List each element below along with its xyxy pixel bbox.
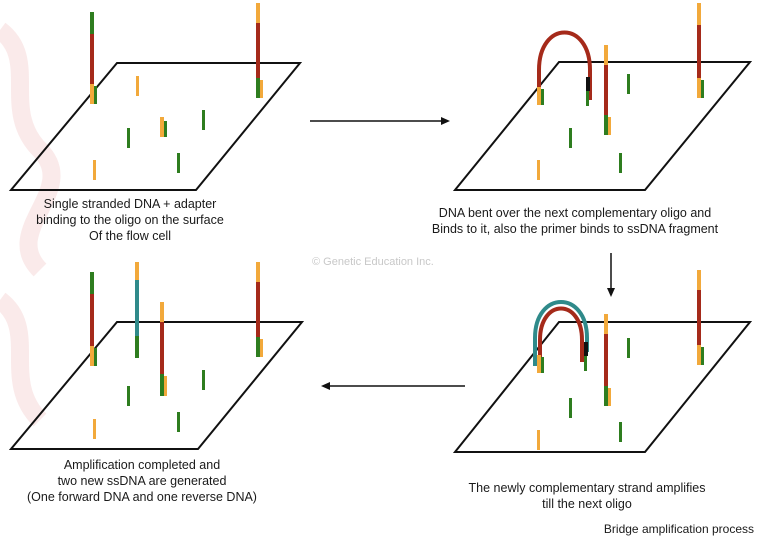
bent-ssdna-bridge: [538, 306, 584, 366]
arrow-panel1-to-panel2: [310, 117, 450, 125]
oligo-orange: [697, 345, 701, 365]
oligo-green: [177, 412, 180, 432]
ssdna-strand: [256, 282, 260, 337]
adapter-orange: [256, 3, 260, 23]
ssdna-strand: [90, 294, 94, 346]
panel-4-caption: Amplification completed and two new ssDN…: [10, 457, 274, 505]
oligo-green: [541, 89, 544, 105]
oligo-green: [256, 337, 260, 357]
oligo-orange: [136, 76, 139, 96]
oligo-orange: [93, 160, 96, 180]
watermark-text: © Genetic Education Inc.: [312, 256, 434, 268]
arrow-panel3-to-panel4: [321, 382, 465, 390]
panel-2: [452, 3, 753, 191]
oligo-orange: [160, 117, 164, 137]
oligo-green: [177, 153, 180, 173]
bent-ssdna-bridge: [537, 30, 592, 100]
panel-1: [8, 3, 303, 191]
oligo-green: [619, 422, 622, 442]
oligo-orange: [537, 430, 540, 450]
oligo-orange: [608, 117, 611, 135]
adapter-green: [90, 12, 94, 34]
caption-line: Single stranded DNA + adapter: [43, 197, 217, 211]
panel-1-caption: Single stranded DNA + adapter binding to…: [20, 196, 240, 244]
oligo-green: [604, 386, 608, 406]
oligo-green: [202, 370, 205, 390]
adapter-orange: [256, 262, 260, 282]
oligo-green: [569, 128, 572, 148]
diagram-title: Bridge amplification process: [603, 522, 754, 536]
oligo-green: [160, 374, 164, 396]
panel-3: [452, 270, 753, 453]
oligo-orange: [608, 388, 611, 406]
oligo-orange: [604, 45, 608, 65]
adapter-orange: [135, 262, 139, 280]
ssdna-strand: [604, 334, 608, 386]
oligo-green: [94, 348, 97, 366]
oligo-green: [701, 80, 704, 98]
flow-cell-plate: [452, 61, 753, 191]
ssdna-strand: [697, 25, 701, 78]
oligo-green: [256, 78, 260, 98]
panel-3-caption: The newly complementary strand amplifies…: [442, 480, 732, 512]
primer-black: [586, 77, 590, 91]
oligo-orange: [697, 78, 701, 98]
oligo-orange: [90, 346, 94, 366]
caption-line: Amplification completed and: [63, 458, 221, 472]
panel-2-caption: DNA bent over the next complementary oli…: [412, 205, 738, 237]
oligo-orange: [164, 376, 167, 396]
oligo-green: [619, 153, 622, 173]
oligo-green: [701, 347, 704, 365]
oligo-orange: [604, 314, 608, 334]
oligo-green: [627, 74, 630, 94]
caption-line: Binds to it, also the primer binds to ss…: [431, 222, 719, 236]
oligo-green: [127, 386, 130, 406]
new-ssdna-strand: [135, 280, 139, 336]
ssdna-strand: [90, 34, 94, 84]
caption-line: The newly complementary strand amplifies: [468, 481, 706, 495]
flow-cell-plate: [8, 62, 303, 191]
primer-black: [584, 342, 588, 356]
oligo-green: [94, 86, 97, 104]
ssdna-strand: [160, 322, 164, 374]
caption-line: DNA bent over the next complementary oli…: [438, 206, 712, 220]
panel-4: [8, 262, 305, 450]
oligo-orange: [537, 160, 540, 180]
oligo-green: [604, 115, 608, 135]
oligo-orange: [537, 355, 541, 373]
ssdna-strand: [256, 23, 260, 78]
arrow-panel2-to-panel3: [607, 253, 615, 297]
caption-line: binding to the oligo on the surface: [36, 213, 224, 227]
oligo-orange: [260, 339, 263, 357]
new-complementary-strand: [533, 300, 589, 366]
caption-line: (One forward DNA and one reverse DNA): [27, 490, 257, 504]
adapter-green: [90, 272, 94, 294]
oligo-green: [127, 128, 130, 148]
oligo-green: [586, 91, 589, 106]
adapter-orange: [697, 270, 701, 290]
oligo-green: [202, 110, 205, 130]
caption-line: till the next oligo: [542, 497, 632, 511]
oligo-green: [164, 121, 167, 137]
adapter-orange: [697, 3, 701, 25]
oligo-green: [135, 336, 139, 358]
oligo-orange: [260, 80, 263, 98]
caption-line: Of the flow cell: [89, 229, 171, 243]
flow-cell-plate: [452, 321, 753, 453]
oligo-green: [584, 356, 587, 371]
background-helix-art: [0, 22, 61, 427]
ssdna-strand: [604, 65, 608, 115]
ssdna-strand: [697, 290, 701, 345]
oligo-green: [541, 357, 544, 373]
oligo-orange: [160, 302, 164, 322]
oligo-green: [627, 338, 630, 358]
flow-cell-plate: [8, 321, 305, 450]
oligo-orange: [93, 419, 96, 439]
oligo-orange: [90, 84, 94, 104]
oligo-green: [569, 398, 572, 418]
caption-line: two new ssDNA are generated: [57, 474, 227, 488]
oligo-orange: [537, 87, 541, 105]
